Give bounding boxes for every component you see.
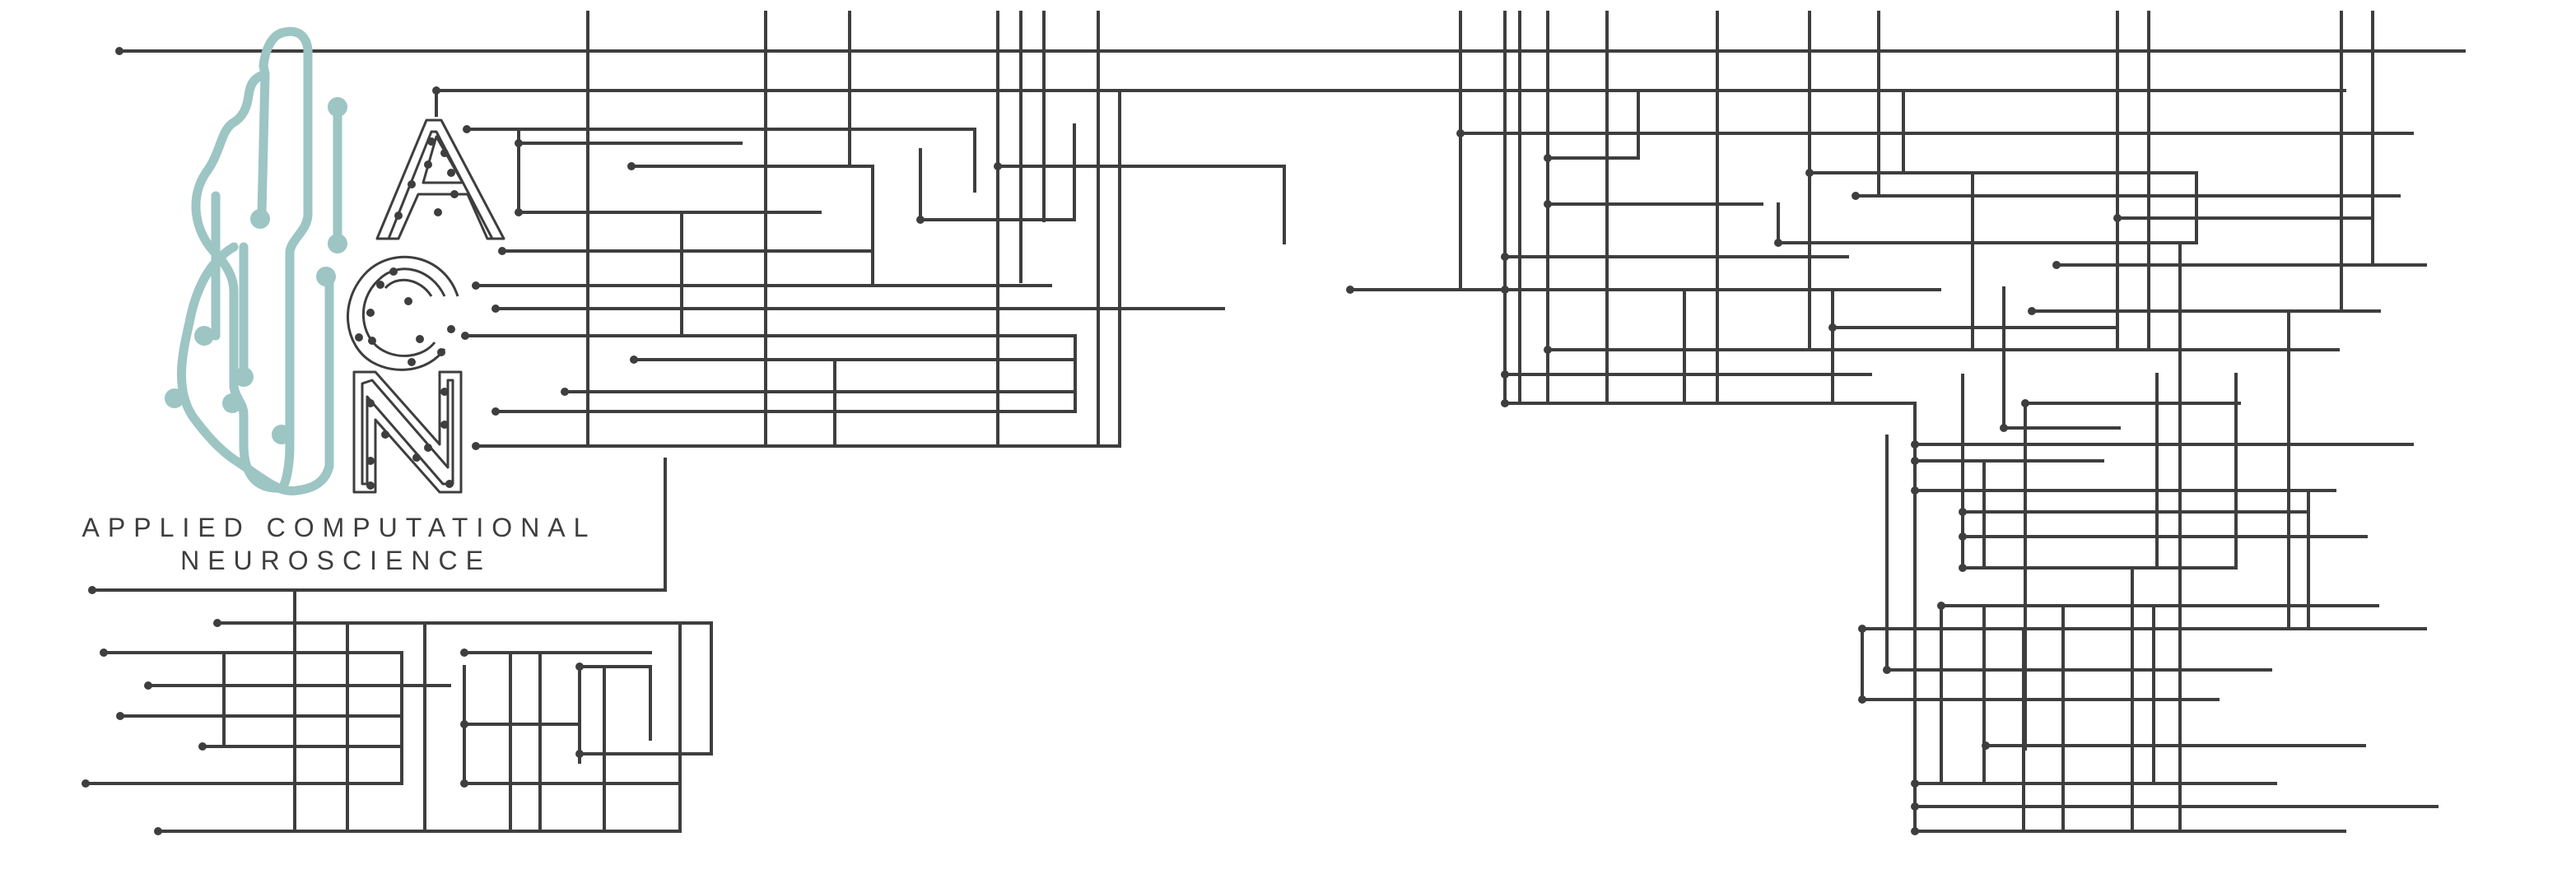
- circuit-node: [2028, 307, 2036, 315]
- circuit-node: [1544, 200, 1552, 208]
- circuit-node: [1911, 486, 1919, 495]
- circuit-node: [1774, 239, 1782, 247]
- circuit-node: [116, 712, 124, 720]
- circuit-node: [1501, 253, 1509, 261]
- circuit-node: [100, 649, 108, 657]
- circuit-node: [994, 162, 1002, 170]
- circuit-node: [2021, 399, 2029, 407]
- circuit-node: [491, 407, 500, 416]
- circuit-nodes: [82, 47, 2122, 835]
- circuit-node: [1456, 129, 1465, 137]
- circuit-node: [1858, 625, 1866, 633]
- circuit-node: [1911, 440, 1919, 449]
- circuit-node: [1911, 779, 1919, 788]
- circuit-node: [198, 742, 207, 751]
- brand-name-line1: APPLIED COMPUTATIONAL: [82, 513, 597, 542]
- circuit-node: [472, 442, 480, 450]
- circuit-node: [213, 619, 221, 627]
- circuit-node: [2000, 424, 2008, 432]
- circuit-node: [1959, 564, 1967, 572]
- circuit-node: [1828, 323, 1837, 332]
- circuit-node: [460, 779, 468, 788]
- brand-name-line2: NEUROSCIENCE: [180, 546, 491, 575]
- circuit-node: [460, 720, 468, 728]
- circuit-node: [627, 162, 636, 170]
- circuit-node: [1501, 399, 1509, 407]
- circuit-node: [1911, 827, 1919, 835]
- circuit-node: [472, 281, 480, 290]
- circuit-node: [461, 332, 469, 340]
- circuit-node: [561, 388, 569, 396]
- circuit-node: [575, 750, 584, 758]
- circuit-node: [1501, 286, 1509, 294]
- circuit-node: [1346, 286, 1354, 294]
- brain-circuit-icon: APPLIED COMPUTATIONAL NEUROSCIENCE: [82, 26, 597, 575]
- circuit-node: [1544, 346, 1552, 354]
- circuit-traces: [84, 11, 2466, 833]
- circuit-node: [1805, 169, 1814, 177]
- circuit-node: [515, 208, 523, 216]
- circuit-node: [515, 139, 523, 147]
- circuit-node: [630, 356, 638, 364]
- circuit-node: [1858, 695, 1866, 704]
- circuit-node: [154, 827, 162, 835]
- circuit-node: [575, 663, 584, 671]
- circuit-node: [1959, 532, 1967, 541]
- circuit-node: [1544, 154, 1552, 162]
- circuit-node: [1959, 508, 1967, 516]
- circuit-node: [1883, 666, 1891, 674]
- circuit-node: [916, 216, 925, 224]
- circuit-node: [82, 779, 90, 788]
- circuit-node: [115, 47, 123, 55]
- circuit-node: [491, 305, 500, 313]
- circuit-node: [2113, 214, 2122, 222]
- circuit-node: [460, 649, 468, 657]
- circuit-node: [463, 125, 471, 133]
- circuit-node: [88, 586, 96, 594]
- circuit-node: [1501, 370, 1509, 379]
- circuit-node: [144, 681, 152, 690]
- circuit-node: [498, 247, 506, 255]
- circuit-node: [1852, 192, 1860, 200]
- circuit-node: [2052, 261, 2061, 269]
- circuit-node: [1911, 802, 1919, 811]
- circuit-node: [1982, 742, 1990, 750]
- circuit-node: [432, 86, 440, 95]
- circuit-node: [1911, 457, 1919, 465]
- circuit-node: [1937, 602, 1945, 610]
